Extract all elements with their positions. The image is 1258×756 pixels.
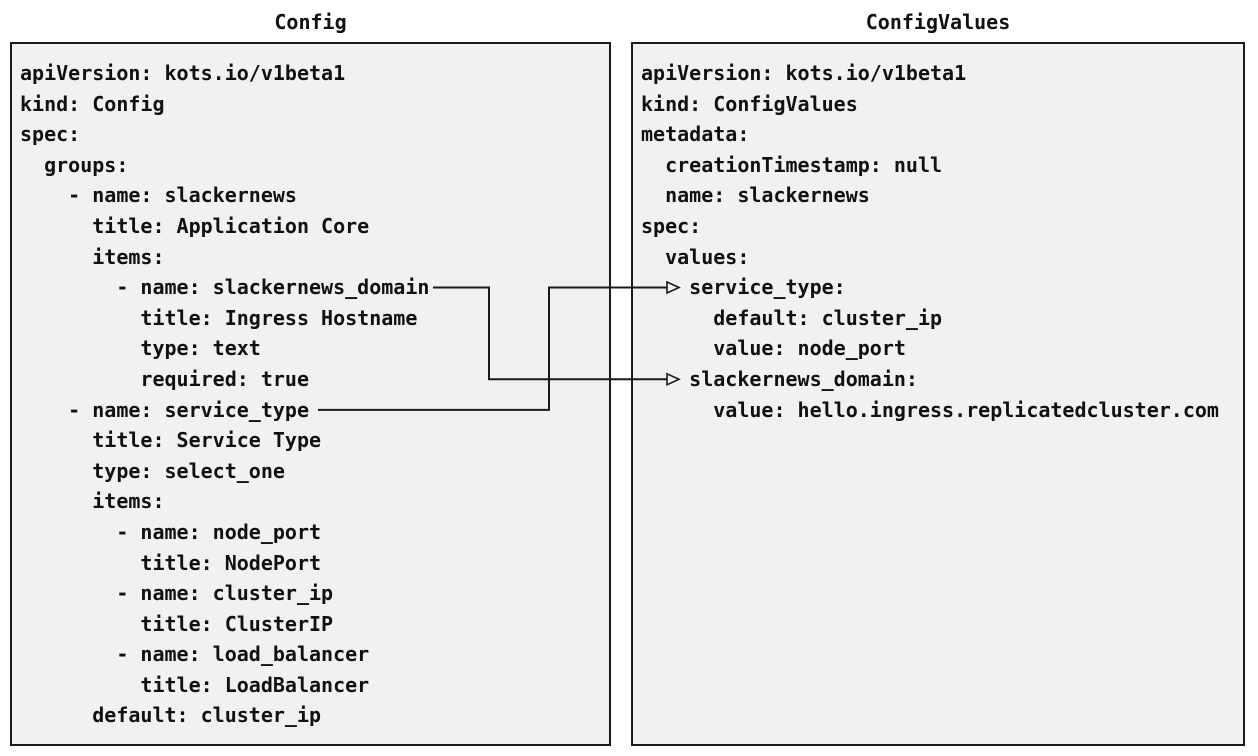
config-panel-title: Config	[274, 10, 347, 34]
configvalues-yaml-line: apiVersion: kots.io/v1beta1	[641, 61, 967, 85]
configvalues-yaml-line: default: cluster_ip	[641, 305, 943, 330]
config-yaml-line: type: select_one	[20, 458, 285, 483]
config-yaml-line: items:	[20, 489, 165, 514]
configvalues-yaml-line: kind: ConfigValues	[641, 91, 858, 116]
config-yaml-line: - name: slackernews	[20, 183, 297, 208]
config-yaml-line: required: true	[20, 366, 309, 391]
config-yaml-line: title: Ingress Hostname	[20, 305, 418, 330]
configvalues-yaml-line: spec:	[641, 213, 702, 238]
configvalues-yaml-code: apiVersion: kots.io/v1beta1 kind: ConfigV…	[633, 44, 1243, 425]
config-yaml-line: title: NodePort	[20, 550, 322, 575]
config-yaml-line: title: Service Type	[20, 428, 322, 453]
config-yaml-line: kind: Config	[20, 91, 165, 116]
config-yaml-line: - name: load_balancer	[20, 642, 370, 667]
configvalues-yaml-line: service_type:	[641, 275, 846, 300]
config-yaml-line: spec:	[20, 122, 81, 147]
configvalues-yaml-line: values:	[641, 244, 750, 269]
configvalues-yaml-line: value: node_port	[641, 336, 906, 361]
config-yaml-line: groups:	[20, 152, 129, 177]
config-yaml-line: title: Application Core	[20, 213, 370, 238]
config-yaml-line: title: ClusterIP	[20, 611, 334, 636]
configvalues-yaml-line: creationTimestamp: null	[641, 152, 943, 177]
configvalues-panel-title: ConfigValues	[865, 10, 1011, 34]
config-panel: apiVersion: kots.io/v1beta1 kind: Config s…	[10, 42, 611, 746]
config-yaml-line: default: cluster_ip	[20, 703, 322, 728]
configvalues-yaml-line: metadata:	[641, 122, 750, 147]
config-yaml-line: type: text	[20, 336, 261, 361]
config-yaml-line: - name: service_type	[20, 397, 309, 422]
configvalues-yaml-line: value: hello.ingress.replicatedcluster.c…	[641, 397, 1219, 422]
config-yaml-code: apiVersion: kots.io/v1beta1 kind: Config s…	[12, 44, 609, 731]
config-yaml-line: apiVersion: kots.io/v1beta1	[20, 61, 346, 85]
config-yaml-line: items:	[20, 244, 165, 269]
configvalues-yaml-line: slackernews_domain:	[641, 366, 918, 391]
configvalues-yaml-line: name: slackernews	[641, 183, 870, 208]
config-yaml-line: title: LoadBalancer	[20, 672, 370, 697]
config-yaml-line: - name: slackernews_domain	[20, 275, 430, 300]
config-yaml-line: - name: cluster_ip	[20, 581, 334, 606]
config-yaml-line: - name: node_port	[20, 519, 322, 544]
configvalues-panel: apiVersion: kots.io/v1beta1 kind: ConfigV…	[631, 42, 1245, 746]
